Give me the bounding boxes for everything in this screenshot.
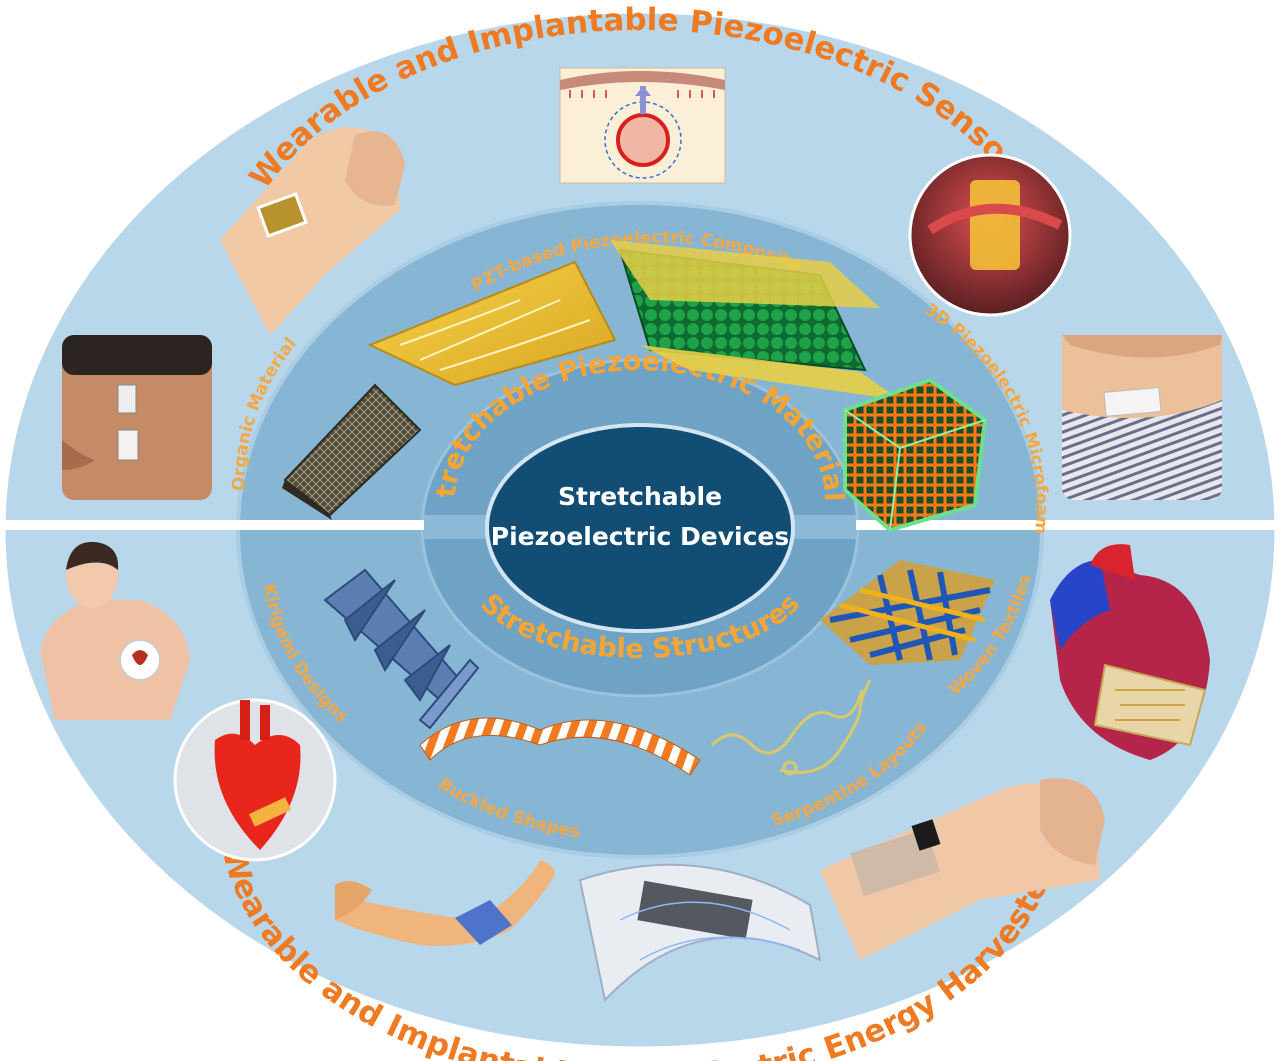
center-title-line1: Stretchable	[558, 482, 722, 511]
woven-textile-image	[820, 560, 995, 665]
human-body-model	[40, 541, 190, 720]
kirigami-image	[323, 568, 480, 730]
pzt-sheet-image	[367, 260, 617, 387]
heart-harvester-photo	[173, 698, 337, 862]
wrist-harvester-photo	[820, 778, 1105, 960]
pulse-sensor-diagram	[559, 67, 726, 184]
center-core	[485, 423, 795, 633]
neck-sensor-photo	[1062, 335, 1222, 500]
organic-material-image	[282, 383, 422, 520]
buckled-shapes-image	[419, 717, 701, 776]
flexible-harvester-photo	[578, 863, 822, 1003]
heart-model-photo	[1050, 544, 1210, 760]
microfoam-image	[843, 377, 988, 533]
elbow-harvester-photo	[335, 860, 555, 946]
wrist-sensor-photo	[220, 127, 405, 335]
face-sensor-photo	[62, 335, 212, 500]
serpentine-image	[710, 679, 872, 776]
heart-sensor-photo	[908, 153, 1072, 317]
pzt-composite-image	[610, 240, 900, 400]
center-title-line2: Piezoelectric Devices	[491, 522, 789, 551]
